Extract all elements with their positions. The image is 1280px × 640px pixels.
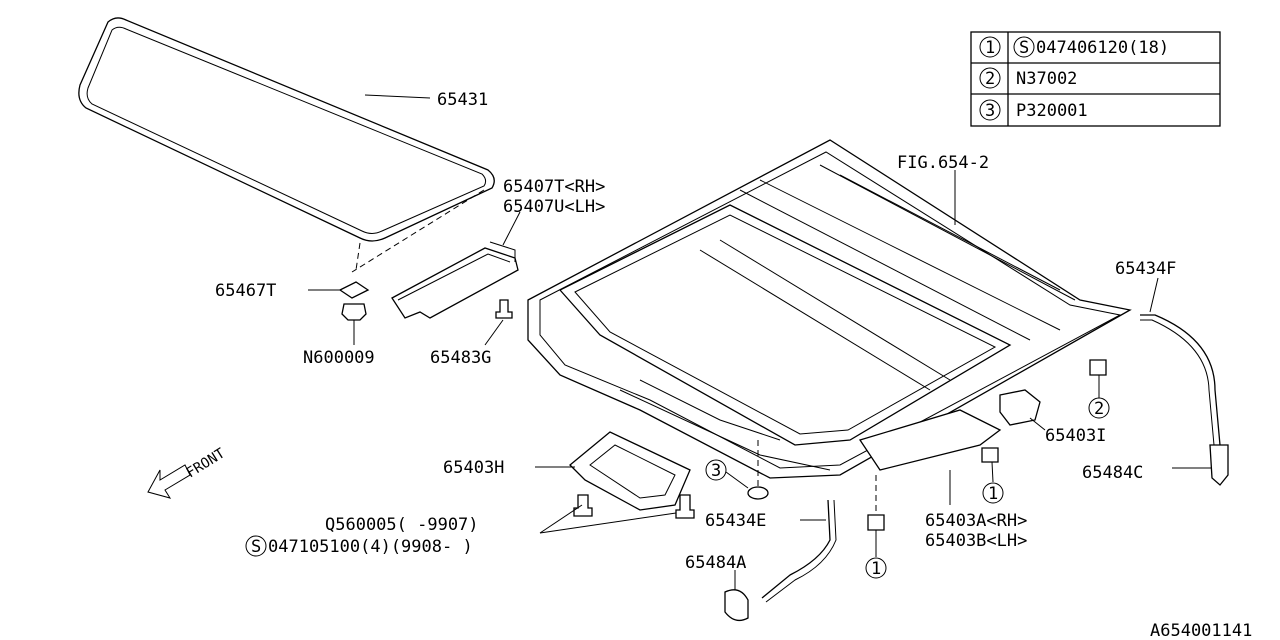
diagram-id: A654001141 [1150,621,1252,640]
bolt-1-drawing [981,447,999,463]
sunroof-frame-drawing [527,139,1132,479]
screw-drawing [495,299,513,319]
bolt-s-drawing [675,494,695,519]
legend-num-3: 3 [985,101,995,121]
legend-code-3: P320001 [1016,101,1088,121]
bracket-65403H-drawing [569,431,691,511]
label-65403H: 65403H [443,458,504,478]
clip-drawing [338,281,370,299]
drain-hose-rear-drawing [1140,314,1221,446]
drain-hose-front-drawing [761,499,831,599]
label-65407U: 65407U<LH> [503,197,605,217]
label-65484C: 65484C [1082,463,1143,483]
callout-2: 2 [1094,399,1104,419]
glass-seal-drawing [78,17,495,273]
label-65403B: 65403B<LH> [925,531,1027,551]
callout-1-b: 1 [871,559,881,579]
legend-num-1: 1 [985,38,995,58]
label-047105100: 047105100(4)(9908- ) [268,537,473,557]
legend-num-2: 2 [985,69,995,89]
clip-3-drawing [747,486,769,500]
label-65484A: 65484A [685,553,746,573]
callout-2-circle [1088,397,1110,419]
label-Q560005: Q560005( -9907) [325,515,479,535]
callout-3: 3 [711,461,721,481]
nut-drawing [341,303,367,321]
nut-2-drawing [1089,359,1107,376]
label-N600009: N600009 [303,348,375,368]
bolt-q-drawing [573,494,593,517]
callout-1-a: 1 [988,484,998,504]
bracket-65403I-drawing [999,389,1041,426]
legend-code-1: 047406120(18) [1036,38,1169,58]
bolt-1b-drawing [867,514,885,531]
front-arrow-icon: FRONT [147,445,229,499]
label-65434F: 65434F [1115,259,1176,279]
front-label: FRONT [184,445,229,481]
label-FIG-654-2: FIG.654-2 [897,153,989,173]
bracket-65407-drawing [391,241,519,319]
label-65431: 65431 [437,90,488,110]
grommet-a-drawing [724,589,749,622]
grommet-c-drawing [1209,444,1229,486]
label-65467T: 65467T [215,281,276,301]
label-65434E: 65434E [705,511,766,531]
label-65403I: 65403I [1045,426,1106,446]
legend-table: 1 S 047406120(18) 2 N37002 3 P320001 [970,31,1221,127]
legend-prefix-s: S [1019,38,1029,58]
label-65483G: 65483G [430,348,491,368]
label-65407T: 65407T<RH> [503,177,605,197]
legend-code-2: N37002 [1016,69,1077,89]
label-s-prefix: S [251,537,261,557]
label-65403A: 65403A<RH> [925,511,1027,531]
